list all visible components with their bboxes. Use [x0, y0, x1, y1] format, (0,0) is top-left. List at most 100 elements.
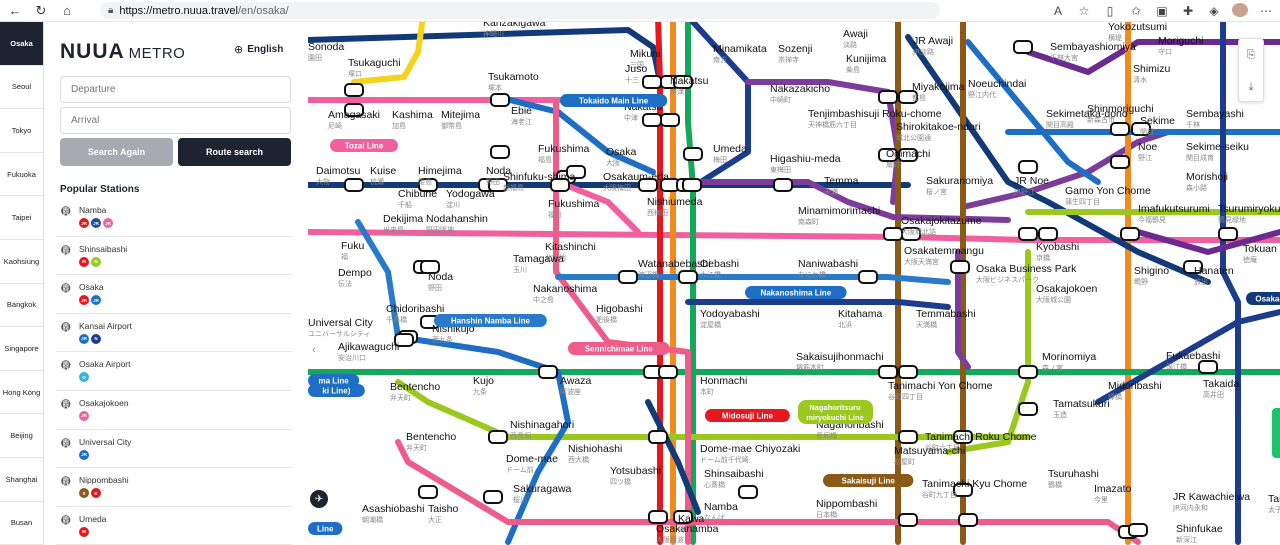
station-label[interactable]: Sakuragawa — [513, 483, 572, 495]
back-icon[interactable]: ← — [8, 3, 22, 18]
station-label[interactable]: Kawa — [678, 513, 704, 525]
favorites-icon[interactable]: ✩ — [1130, 4, 1142, 18]
station-label[interactable]: Tanimachi Kyu Chome — [922, 478, 1027, 490]
station-label[interactable]: Honmachi — [700, 375, 747, 387]
route-search-button[interactable]: Route search — [178, 138, 291, 166]
station-label[interactable]: Tsuruhashi — [1048, 468, 1099, 480]
station-label[interactable]: JR Kawachieiwa — [1173, 491, 1250, 503]
station-label[interactable]: Gamo Yon Chome — [1065, 185, 1151, 197]
station-label[interactable]: Yotsubashi — [610, 465, 661, 477]
station-label[interactable]: Minamikata — [713, 43, 767, 55]
station-label[interactable]: Sekime-seiku — [1186, 141, 1249, 153]
station-label[interactable]: Tsukamoto — [488, 71, 539, 83]
station-label[interactable]: Osaka Business Park — [976, 263, 1077, 275]
city-tab-busan[interactable]: Busan — [0, 502, 43, 545]
station-label[interactable]: Amagasaki — [328, 109, 380, 121]
station-label[interactable]: Osakaum-eda — [603, 171, 669, 183]
station-label[interactable]: Fukaebashi — [1166, 350, 1220, 362]
shield-icon[interactable]: ◈ — [1209, 4, 1219, 18]
favorite-icon[interactable]: ☆ — [1078, 4, 1090, 18]
station-label[interactable]: Nishinagahori — [510, 419, 574, 431]
station-label[interactable]: Osakatemmangu — [904, 245, 984, 257]
station-label[interactable]: Imafukutsurumi — [1138, 203, 1210, 215]
station-label[interactable]: Imazato — [1094, 483, 1132, 495]
station-label[interactable]: Kashima — [392, 109, 433, 121]
station-label[interactable]: Kitahama — [838, 308, 883, 320]
station-label[interactable]: Shinfuku-shima — [503, 171, 576, 183]
station-label[interactable]: Namba — [704, 501, 738, 513]
station-label[interactable]: Shirokitakoe-ndori — [896, 121, 981, 133]
address-bar[interactable]: 🔒︎ https://metro.nuua.travel/en/osaka/ — [100, 2, 940, 19]
station-label[interactable]: Osakanamba — [656, 523, 719, 535]
station-label[interactable]: Tsurumiryoku — [1218, 203, 1280, 215]
station-label[interactable]: Takaida — [1203, 378, 1239, 390]
search-again-button[interactable]: Search Again — [60, 138, 173, 166]
station-label[interactable]: Sonoda — [308, 41, 344, 53]
station-label[interactable]: Hanaten — [1194, 265, 1234, 277]
station-label[interactable]: Dempo — [338, 267, 372, 279]
profile-avatar[interactable] — [1232, 2, 1248, 20]
departure-input[interactable] — [60, 76, 291, 103]
station-label[interactable]: Temma — [824, 175, 859, 187]
station-label[interactable]: Minamimorimachi — [798, 205, 880, 217]
station-label[interactable]: Daimotsu — [316, 165, 361, 177]
station-label[interactable]: Tsukaguchi — [348, 57, 401, 69]
extensions-icon[interactable]: ✚ — [1182, 4, 1194, 18]
station-label[interactable]: Naniwabashi — [798, 258, 858, 270]
station-label[interactable]: Noe — [1138, 141, 1157, 153]
station-label[interactable]: Kunijima — [846, 53, 886, 65]
station-label[interactable]: Sozenji — [778, 43, 812, 55]
station-label[interactable]: Taishibashiimaichi — [1268, 493, 1280, 505]
logo[interactable]: NUUA METRO — [60, 40, 185, 64]
station-label[interactable]: Kuise — [370, 165, 396, 177]
station-label[interactable]: Sembayashiomiya — [1050, 41, 1136, 53]
station-label[interactable]: Noda — [428, 271, 453, 283]
station-label[interactable]: Yodogawa — [446, 188, 495, 200]
station-label[interactable]: Sekimetaka-dono — [1046, 108, 1128, 120]
station-label[interactable]: Sekime — [1140, 115, 1175, 127]
station-label[interactable]: Fuku — [341, 240, 365, 252]
station-label[interactable]: Sakuranomiya — [926, 175, 993, 187]
station-label[interactable]: Asashiobashi — [362, 503, 424, 515]
station-label[interactable]: Bentencho — [390, 381, 440, 393]
city-tab-hong-kong[interactable]: Hong Kong — [0, 371, 43, 415]
city-tab-singapore[interactable]: Singapore — [0, 327, 43, 371]
city-tab-taipei[interactable]: Taipei — [0, 196, 43, 240]
arrival-input[interactable] — [60, 107, 291, 134]
city-tab-shanghai[interactable]: Shanghai — [0, 458, 43, 502]
station-label[interactable]: Noda — [486, 165, 511, 177]
refresh-icon[interactable]: ↻ — [35, 2, 47, 18]
station-label[interactable]: Universal City — [308, 317, 374, 329]
city-tab-seoul[interactable]: Seoul — [0, 66, 43, 110]
city-tab-beijing[interactable]: Beijing — [0, 414, 43, 458]
station-label[interactable]: Shinfukae — [1176, 523, 1223, 535]
station-label[interactable]: Bentencho — [406, 431, 456, 443]
station-label[interactable]: Midoribashi — [1108, 380, 1162, 392]
edge-tab[interactable] — [1272, 408, 1280, 458]
download-icon[interactable]: ⤓ — [1248, 81, 1254, 93]
station-label[interactable]: Sakaisujihonmachi — [796, 351, 884, 363]
station-label[interactable]: Dome-mae — [506, 453, 558, 465]
station-label[interactable]: Chidoribashi — [386, 303, 444, 315]
station-label[interactable]: Himejima — [418, 165, 462, 177]
station-label[interactable]: Higashiu-meda — [770, 153, 841, 165]
station-label[interactable]: Shinmoriguchi — [1087, 103, 1154, 115]
station-label[interactable]: Awaji — [843, 28, 868, 40]
station-label[interactable]: Miyakojima — [912, 81, 965, 93]
station-label[interactable]: Kanzakigawa — [483, 22, 546, 29]
station-label[interactable]: Chibune — [398, 188, 437, 200]
station-label[interactable]: Noeuchindai — [968, 78, 1026, 90]
station-label[interactable]: JR Noe — [1014, 175, 1049, 187]
station-label[interactable]: Tokuan — [1243, 243, 1277, 255]
station-label[interactable]: Osaka — [606, 146, 637, 158]
station-label[interactable]: Tenjimbashisuji Roku-chome — [808, 108, 942, 120]
station-label[interactable]: Dome-mae Chiyozaki — [700, 443, 800, 455]
